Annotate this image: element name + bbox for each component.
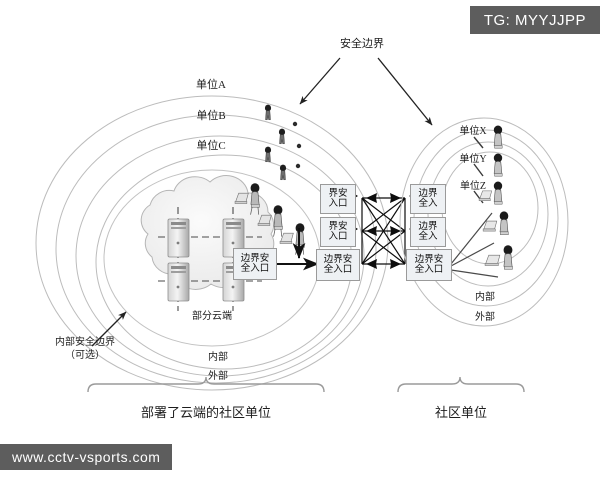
internal-security-boundary-note: 内部安全边界 （可选）: [55, 337, 115, 361]
watermark-top-right: TG: MYYJJPP: [469, 6, 600, 34]
left-zone-label-a: 单位A: [196, 79, 226, 91]
right-boundary-gateway-3[interactable]: 边界安 全入口: [406, 249, 452, 281]
right-zone-label-z: 单位Z: [459, 181, 487, 192]
cloud-server-racks: [167, 218, 245, 302]
server-rack: [167, 262, 190, 302]
cloud-boundary-security-gateway[interactable]: 边界安 全入口: [233, 248, 277, 280]
left-boundary-gateway-1[interactable]: 界安 入口: [320, 184, 356, 214]
internal-boundary-callout-arrow: [91, 311, 127, 347]
left-zone-label-b: 单位B: [196, 110, 226, 122]
security-boundary-annotation-label: 安全边界: [340, 38, 384, 50]
left-group-bracket-label: 部署了云端的社区单位: [140, 405, 271, 420]
right-group-bracket-label: 社区单位: [434, 405, 487, 420]
right-seated-users: [478, 125, 513, 270]
left-internal-zone-label: 内部: [208, 352, 228, 363]
server-rack: [167, 218, 190, 258]
left-external-zone-label: 外部: [208, 371, 228, 382]
right-boundary-gateway-1[interactable]: 边界 全入: [410, 184, 446, 214]
security-boundary-arrow-left: [299, 57, 341, 105]
left-boundary-gateway-3[interactable]: 边界安 全入口: [316, 249, 360, 281]
left-zone-label-c: 单位C: [196, 140, 226, 152]
left-group-bracket: [87, 376, 325, 393]
right-group-bracket: [397, 376, 525, 393]
right-zone-leader-lines: [473, 136, 484, 204]
left-standing-people: [264, 104, 302, 180]
left-boundary-gateway-2[interactable]: 界安 入口: [320, 217, 356, 247]
right-external-zone-label: 外部: [475, 312, 495, 323]
right-boundary-gateway-2[interactable]: 边界 全入: [410, 217, 446, 247]
right-internal-zone-label: 内部: [475, 292, 495, 303]
security-boundary-arrow-right: [377, 57, 433, 126]
right-gateway-fanout-lines: [450, 212, 499, 278]
right-zone-label-x: 单位X: [459, 126, 487, 137]
watermark-bottom-left: www.cctv-vsports.com: [0, 444, 173, 470]
cloud-label: 部分云端: [192, 311, 232, 322]
right-zone-label-y: 单位Y: [459, 154, 487, 165]
